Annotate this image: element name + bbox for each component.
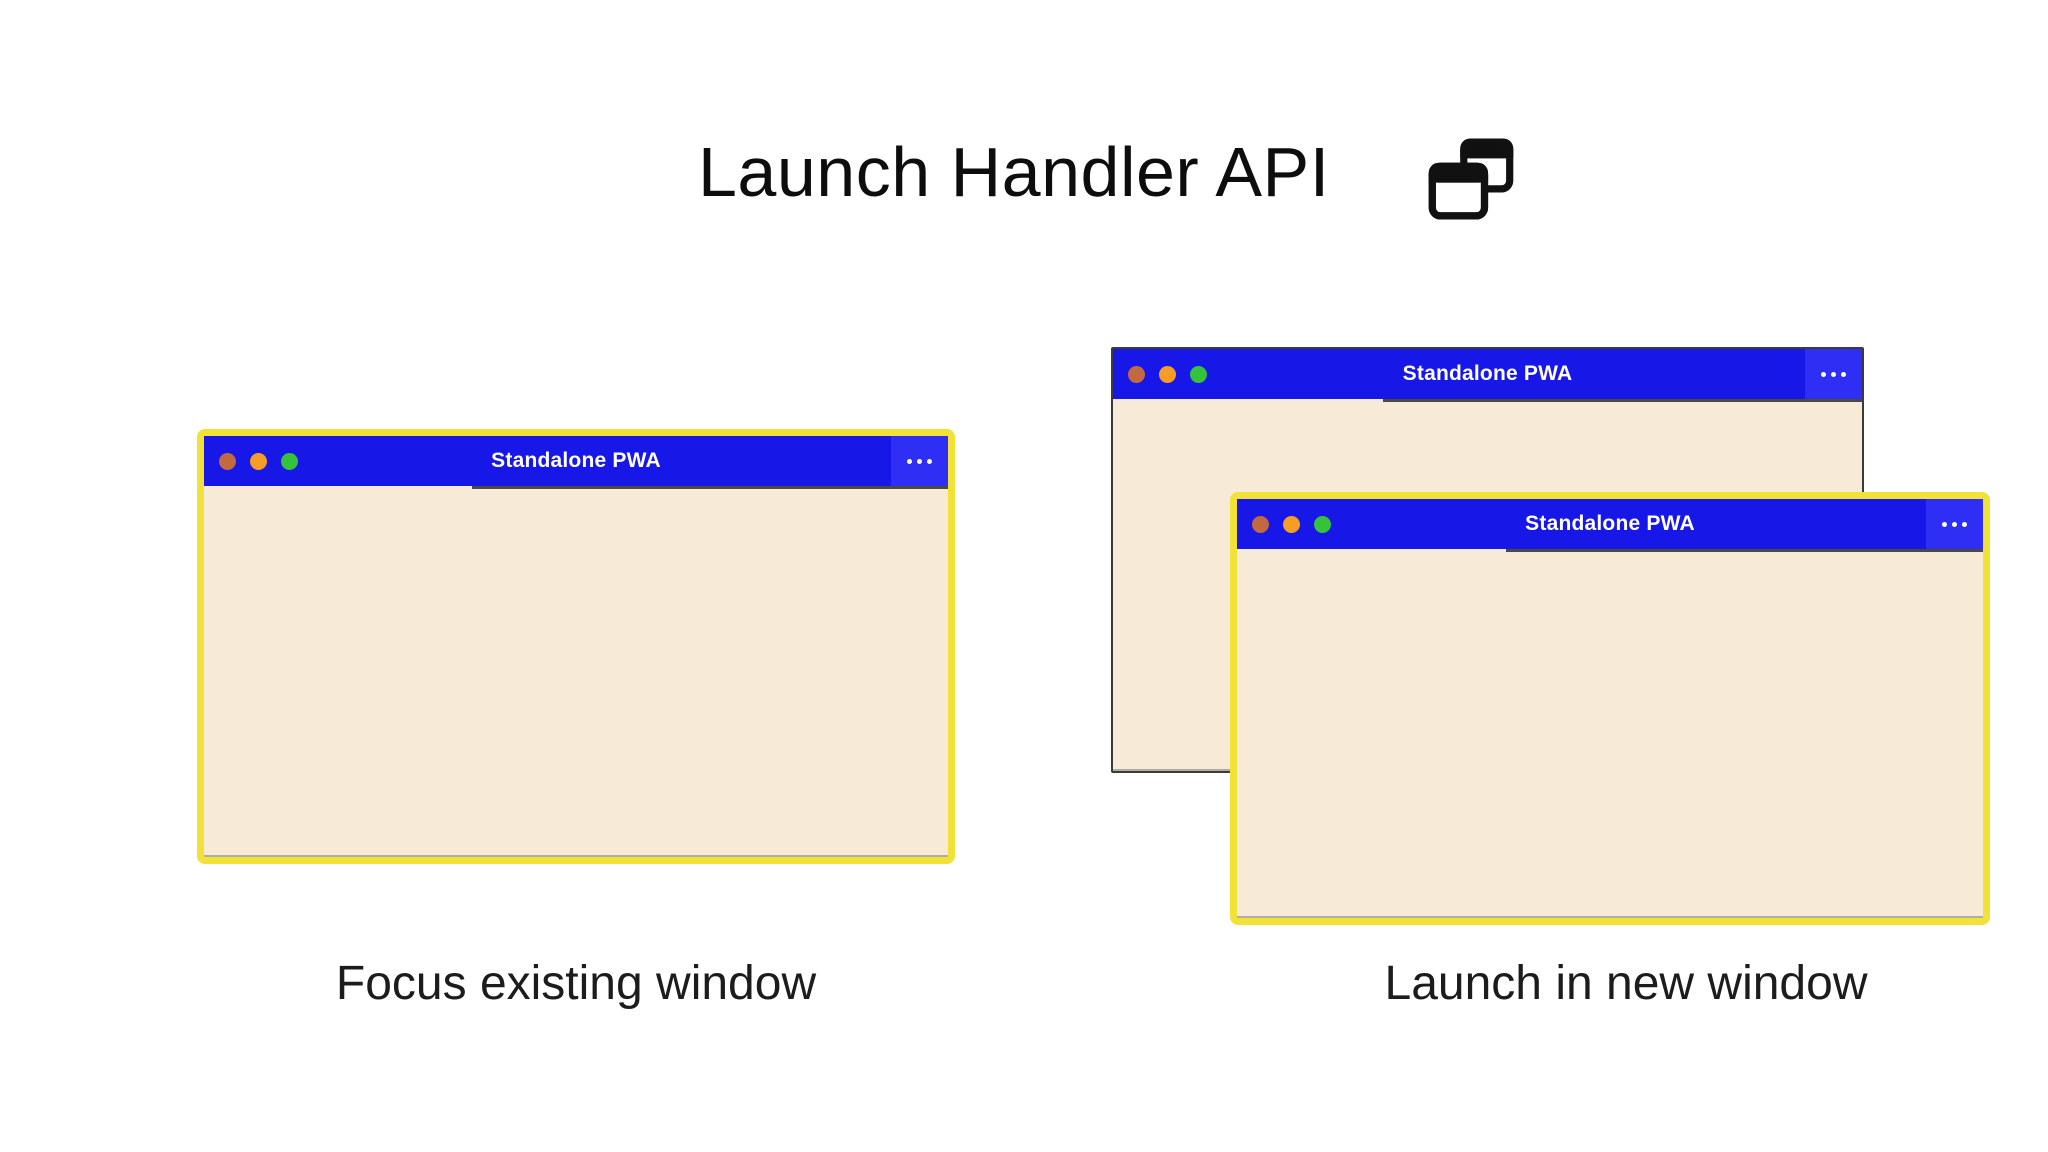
window-titlebar[interactable]: Standalone PWA	[204, 436, 948, 489]
ellipsis-icon	[907, 458, 912, 464]
minimize-button[interactable]	[250, 452, 267, 470]
ellipsis-icon	[1841, 371, 1846, 377]
caption-focus-existing: Focus existing window	[335, 957, 817, 1010]
maximize-button[interactable]	[1190, 365, 1207, 383]
window-title: Standalone PWA	[491, 449, 661, 472]
maximize-button[interactable]	[1314, 515, 1331, 533]
ellipsis-icon	[1821, 371, 1826, 377]
window-content	[1237, 549, 1983, 918]
close-button[interactable]	[219, 452, 236, 470]
ellipsis-icon	[1952, 521, 1957, 527]
close-button[interactable]	[1128, 365, 1145, 383]
close-button[interactable]	[1252, 515, 1269, 533]
pwa-window-existing: Standalone PWA	[197, 429, 955, 864]
window-content	[204, 486, 948, 857]
ellipsis-icon	[917, 458, 922, 464]
window-title: Standalone PWA	[1402, 362, 1573, 385]
ellipsis-icon	[1831, 371, 1836, 377]
window-menu-button[interactable]	[1805, 349, 1862, 399]
window-title: Standalone PWA	[1525, 512, 1695, 535]
ellipsis-icon	[1962, 521, 1967, 527]
ellipsis-icon	[1942, 521, 1947, 527]
pwa-window-new: Standalone PWA	[1230, 492, 1990, 925]
window-menu-button[interactable]	[891, 436, 948, 486]
caption-launch-new: Launch in new window	[1384, 957, 1868, 1010]
maximize-button[interactable]	[281, 452, 298, 470]
traffic-lights	[1128, 365, 1207, 383]
ellipsis-icon	[927, 458, 932, 464]
titlebar-shadow	[1382, 399, 1862, 402]
window-titlebar[interactable]: Standalone PWA	[1237, 499, 1983, 552]
traffic-lights	[219, 452, 298, 470]
overlapping-windows-icon	[1428, 138, 1514, 220]
window-menu-button[interactable]	[1926, 499, 1983, 549]
titlebar-shadow	[1505, 549, 1983, 552]
page-title: Launch Handler API	[698, 133, 1330, 211]
minimize-button[interactable]	[1159, 365, 1176, 383]
window-titlebar[interactable]: Standalone PWA	[1113, 349, 1862, 402]
traffic-lights	[1252, 515, 1331, 533]
minimize-button[interactable]	[1283, 515, 1300, 533]
titlebar-shadow	[471, 486, 948, 489]
